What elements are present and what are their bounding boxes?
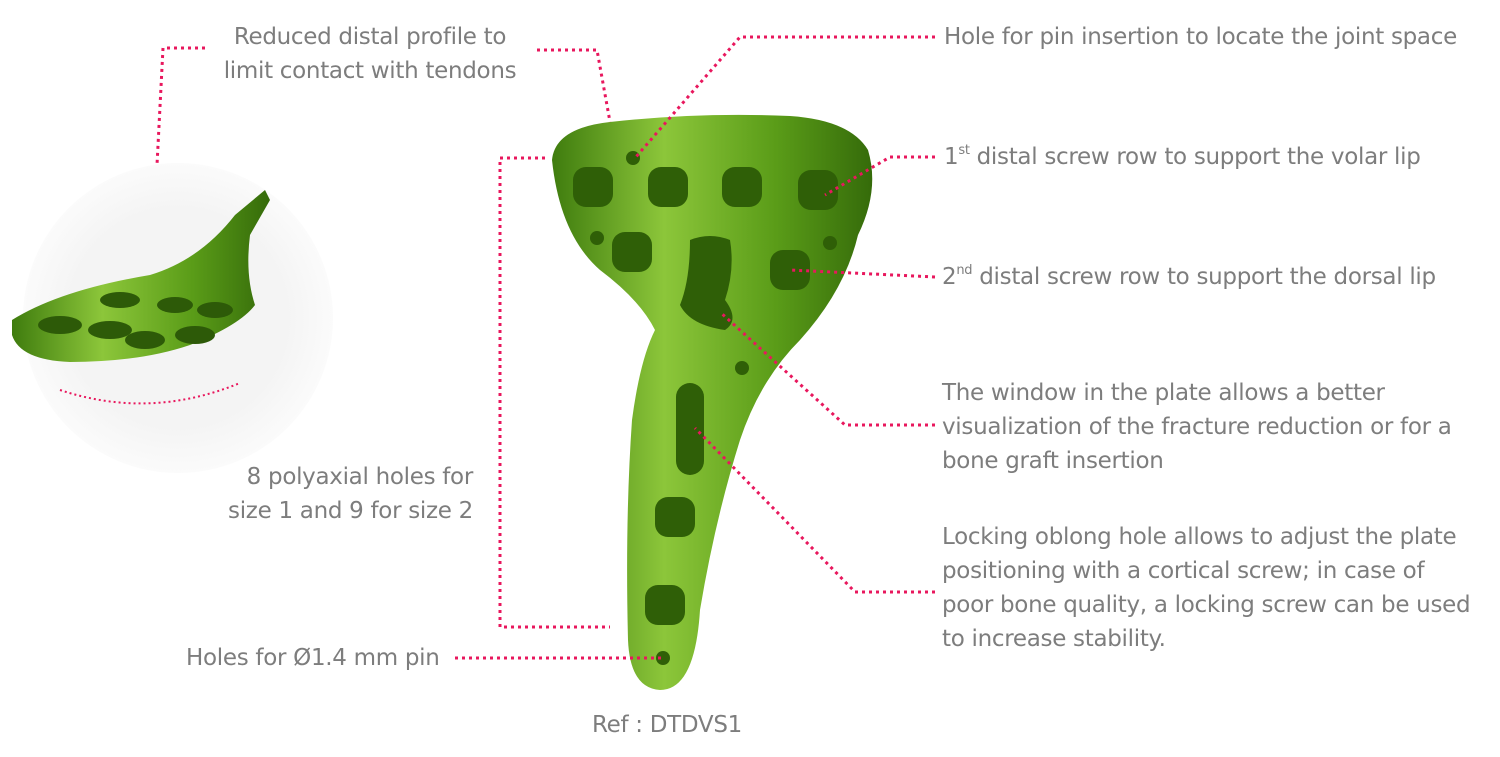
line: 8 polyaxial holes for [246,464,474,490]
line: limit contact with tendons [223,58,517,84]
text: distal screw row to support the volar li… [969,144,1421,170]
plate-holes [573,151,838,665]
second-row-label: 2nd distal screw row to support the dors… [942,260,1436,294]
num: 1 [944,144,959,170]
ref-label: Ref : DTDVS1 [592,712,742,738]
pin-hole-label: Hole for pin insertion to locate the joi… [944,24,1457,50]
line: poor bone quality, a locking screw can b… [942,592,1471,618]
line: size 1 and 9 for size 2 [228,498,473,524]
sup: st [958,143,970,158]
line: positioning with a cortical screw; in ca… [942,558,1425,584]
leader-reduced-right [537,48,612,123]
num: 2 [942,264,957,290]
leader-lines [155,35,936,660]
curvature-arc [59,382,241,405]
text: distal screw row to support the dorsal l… [972,264,1436,290]
first-row-label: 1st distal screw row to support the vola… [944,140,1421,174]
leader-reduced-left [155,46,205,166]
line: The window in the plate allows a better [942,380,1385,406]
line: to increase stability. [942,626,1166,652]
leader-polyaxial-bracket [498,156,610,629]
reduced-profile-label: Reduced distal profile to limit contact … [200,20,540,88]
line: visualization of the fracture reduction … [942,414,1452,440]
polyaxial-label: 8 polyaxial holes for size 1 and 9 for s… [173,460,473,528]
leader-oblong [693,426,935,594]
sup: nd [956,263,973,278]
side-view-holes [38,292,233,349]
leader-pin-hole [633,35,935,159]
leader-second-row [789,268,936,279]
leader-window [718,310,935,427]
pin-holes-label: Holes for Ø1.4 mm pin [186,645,440,671]
line: Reduced distal profile to [233,24,507,50]
oblong-label: Locking oblong hole allows to adjust the… [942,520,1471,656]
window-label: The window in the plate allows a better … [942,376,1452,478]
leader-first-row [824,155,935,197]
plate-side-view [12,190,270,362]
line: Locking oblong hole allows to adjust the… [942,524,1457,550]
line: bone graft insertion [942,448,1164,474]
